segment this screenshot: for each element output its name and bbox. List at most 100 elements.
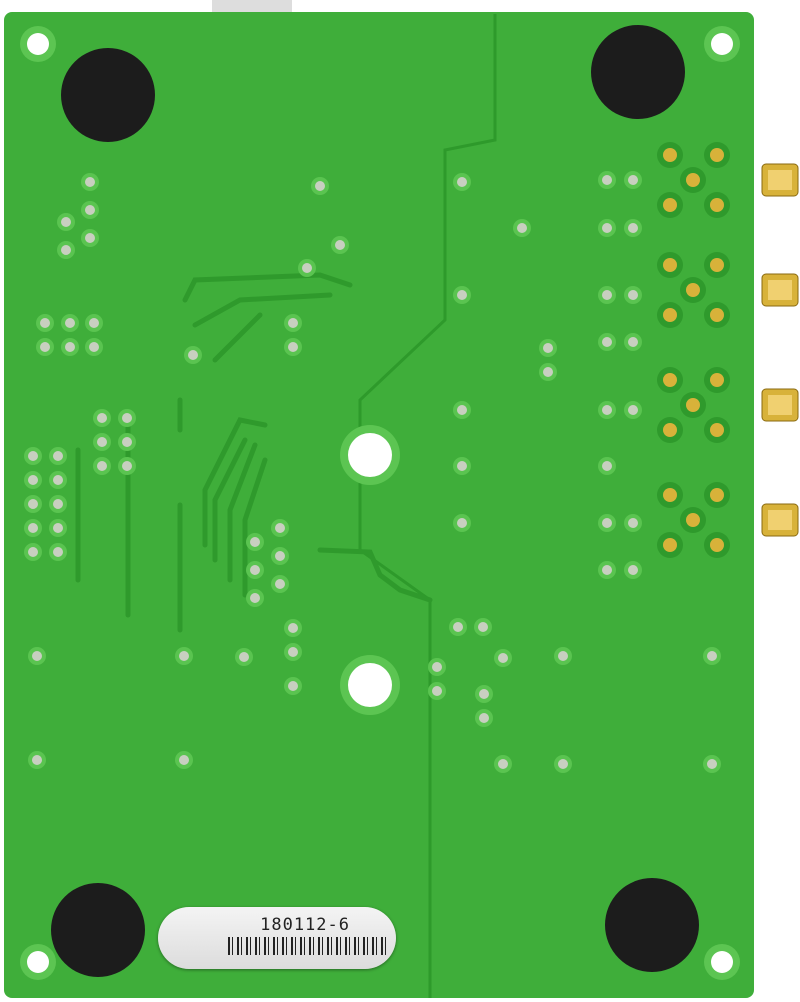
sma-pad: [710, 488, 724, 502]
sma-pad: [663, 423, 677, 437]
sma-pad: [710, 148, 724, 162]
via-pad: [457, 461, 467, 471]
sma-connector-thread: [768, 170, 792, 190]
sma-pad: [686, 173, 700, 187]
via-pad: [628, 223, 638, 233]
via-pad: [122, 413, 132, 423]
via-pad: [478, 622, 488, 632]
via-pad: [28, 523, 38, 533]
sma-connector-thread: [768, 280, 792, 300]
via-pad: [432, 686, 442, 696]
via-pad: [179, 755, 189, 765]
ground-split-trace: [358, 14, 497, 998]
via-pad: [457, 177, 467, 187]
serial-number: 180112-6: [260, 915, 350, 935]
sma-pad: [710, 423, 724, 437]
sma-connector-thread: [768, 510, 792, 530]
via-pad: [275, 551, 285, 561]
via-pad: [40, 342, 50, 352]
sma-pad: [710, 198, 724, 212]
via-pad: [315, 181, 325, 191]
via-pad: [288, 623, 298, 633]
via-pad: [602, 405, 612, 415]
sma-connector-thread: [768, 395, 792, 415]
via-pad: [558, 759, 568, 769]
via-pad: [32, 651, 42, 661]
sma-pad: [663, 198, 677, 212]
via-pad: [85, 233, 95, 243]
via-pad: [457, 290, 467, 300]
via-pad: [65, 318, 75, 328]
via-pad: [288, 342, 298, 352]
via-pad: [558, 651, 568, 661]
via-pad: [628, 405, 638, 415]
sma-pad: [710, 258, 724, 272]
via-pad: [335, 240, 345, 250]
mounting-hole: [711, 33, 733, 55]
board-substrate: [4, 12, 754, 998]
hole: [348, 433, 392, 477]
via-pad: [707, 651, 717, 661]
via-pad: [543, 367, 553, 377]
via-pad: [628, 337, 638, 347]
via-pad: [85, 205, 95, 215]
via-pad: [53, 499, 63, 509]
barcode: [228, 937, 388, 955]
via-pad: [122, 437, 132, 447]
mounting-hole: [27, 33, 49, 55]
via-pad: [85, 177, 95, 187]
via-pad: [628, 290, 638, 300]
via-pad: [32, 755, 42, 765]
via-pad: [602, 518, 612, 528]
serial-label-sticker: 180112-6: [158, 907, 396, 969]
via-pad: [302, 263, 312, 273]
via-pad: [602, 565, 612, 575]
via-pad: [40, 318, 50, 328]
via-pad: [97, 413, 107, 423]
sma-pad: [663, 488, 677, 502]
via-pad: [707, 759, 717, 769]
rubber-foot: [591, 25, 685, 119]
sma-pad: [710, 308, 724, 322]
via-pad: [122, 461, 132, 471]
via-pad: [479, 713, 489, 723]
via-pad: [628, 175, 638, 185]
via-pad: [457, 518, 467, 528]
via-pad: [53, 451, 63, 461]
via-pad: [602, 337, 612, 347]
via-pad: [453, 622, 463, 632]
sma-pad: [710, 538, 724, 552]
sma-pad: [663, 148, 677, 162]
via-pad: [89, 342, 99, 352]
via-pad: [628, 565, 638, 575]
sma-pad: [663, 373, 677, 387]
via-pad: [179, 651, 189, 661]
sma-pad: [686, 513, 700, 527]
via-pad: [275, 579, 285, 589]
via-pad: [65, 342, 75, 352]
via-pad: [53, 475, 63, 485]
via-pad: [602, 175, 612, 185]
sma-pad: [710, 373, 724, 387]
mounting-hole: [711, 951, 733, 973]
via-pad: [602, 223, 612, 233]
via-pad: [89, 318, 99, 328]
via-pad: [432, 662, 442, 672]
via-pad: [275, 523, 285, 533]
sma-pad: [663, 308, 677, 322]
rubber-foot: [605, 878, 699, 972]
via-pad: [628, 518, 638, 528]
via-pad: [288, 681, 298, 691]
via-pad: [250, 537, 260, 547]
sma-pad: [686, 283, 700, 297]
via-pad: [239, 652, 249, 662]
via-pad: [543, 343, 553, 353]
via-pad: [498, 653, 508, 663]
sma-pad: [663, 258, 677, 272]
via-pad: [188, 350, 198, 360]
copper-traces: [75, 272, 433, 633]
rubber-foot: [51, 883, 145, 977]
via-pad: [28, 547, 38, 557]
